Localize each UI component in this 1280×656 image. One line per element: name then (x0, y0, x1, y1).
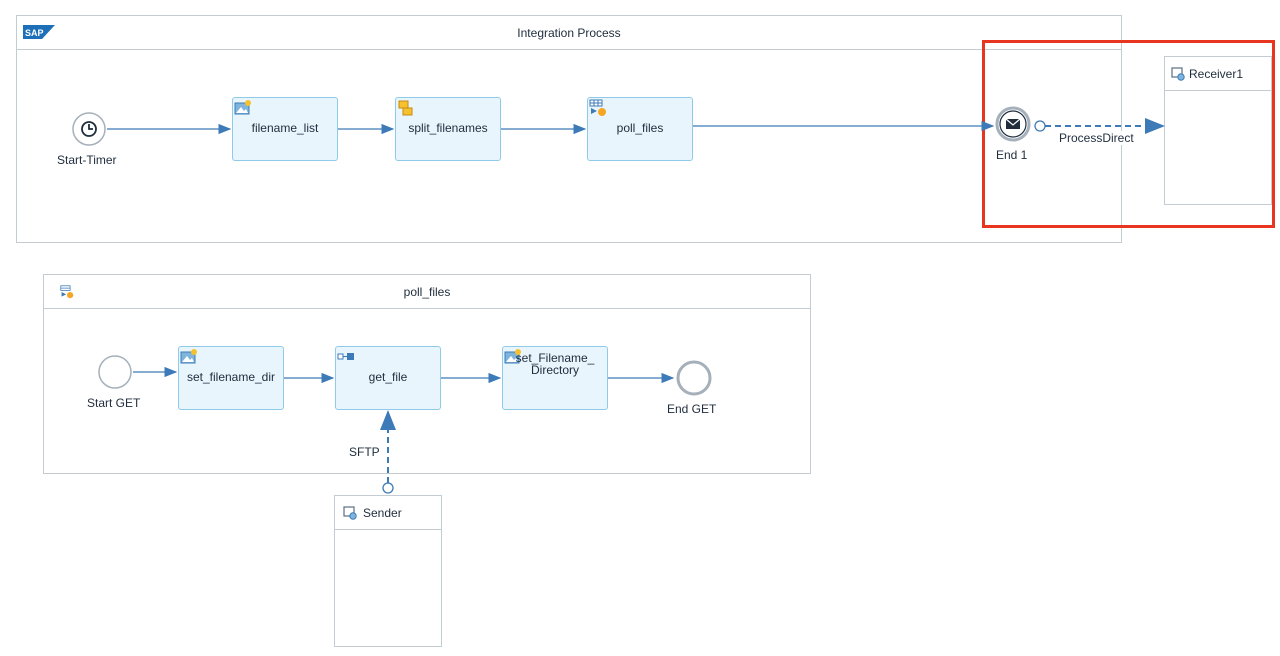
highlight-box (982, 40, 1275, 228)
task-set-filename-directory[interactable]: set_Filename_ Directory (502, 346, 608, 410)
poll-enrich-icon (337, 353, 354, 360)
start-timer-event[interactable] (71, 111, 107, 147)
sap-logo-icon: SAP (23, 25, 55, 39)
looping-process-icon (60, 285, 74, 299)
task-label: split_filenames (408, 121, 488, 135)
task-label: filename_list (251, 121, 319, 135)
start-get-label: Start GET (87, 396, 141, 410)
receiver-label: Receiver1 (1189, 67, 1244, 81)
looping-process-call-icon (589, 99, 606, 116)
system-icon (343, 506, 357, 520)
start-get-event[interactable] (97, 354, 133, 390)
pool-title: Integration Process (517, 26, 621, 40)
end-message-event[interactable] (995, 106, 1031, 142)
sftp-label[interactable]: SFTP (348, 445, 381, 459)
content-modifier-icon (504, 349, 521, 364)
pool-header: SAP Integration Process (17, 16, 1121, 50)
task-filename-list[interactable]: filename_list (232, 97, 338, 161)
pool-header: poll_files (44, 275, 810, 309)
content-modifier-icon (180, 349, 197, 364)
system-icon (1171, 67, 1185, 81)
splitter-icon (398, 100, 413, 116)
end-1-label: End 1 (996, 148, 1028, 162)
task-split-filenames[interactable]: split_filenames (395, 97, 501, 161)
envelope-icon (1006, 119, 1020, 129)
task-label: set_filename_dir (186, 370, 276, 384)
sender-participant[interactable]: Sender (334, 495, 442, 647)
svg-text:SAP: SAP (25, 28, 44, 38)
task-poll-files[interactable]: poll_files (587, 97, 693, 161)
end-get-event[interactable] (675, 359, 713, 397)
task-set-filename-dir[interactable]: set_filename_dir (178, 346, 284, 410)
end-get-label: End GET (667, 402, 717, 416)
start-timer-label: Start-Timer (57, 153, 117, 167)
sender-header: Sender (335, 496, 441, 530)
message-flow-origin (382, 482, 394, 494)
receiver-header: Receiver1 (1165, 57, 1271, 91)
task-label: set_Filename_ Directory (515, 351, 595, 377)
sender-label: Sender (363, 506, 402, 520)
task-label: get_file (368, 370, 408, 384)
task-label: poll_files (616, 121, 664, 135)
pool-title: poll_files (403, 285, 451, 299)
content-modifier-icon (234, 100, 251, 115)
processdirect-label[interactable]: ProcessDirect (1058, 131, 1135, 145)
clock-icon (81, 121, 97, 137)
task-get-file[interactable]: get_file (335, 346, 441, 410)
integration-process-pool: SAP Integration Process (16, 15, 1122, 243)
